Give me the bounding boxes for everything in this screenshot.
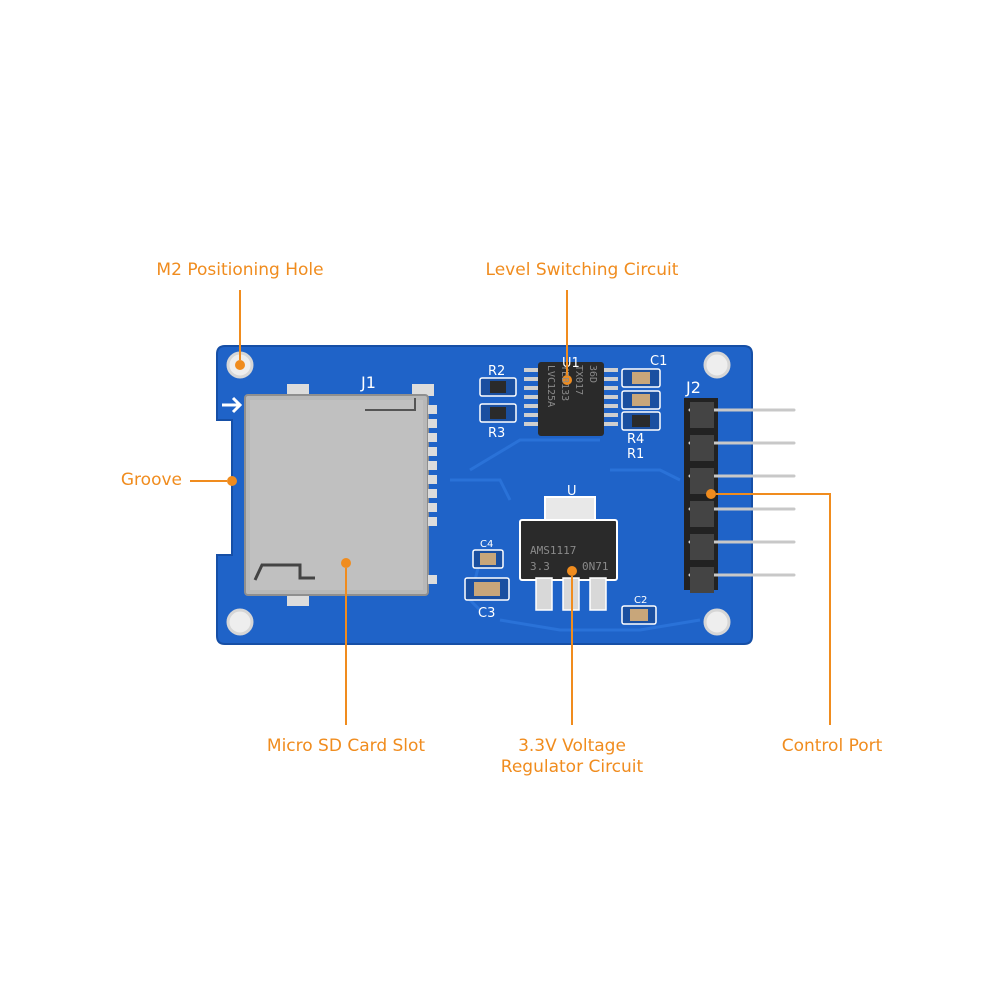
label-u: U: [567, 484, 577, 499]
insert-arrow-icon: [222, 396, 243, 414]
label-c4: C4: [480, 539, 493, 550]
leader-lines: [190, 290, 831, 725]
label-r4: R4: [627, 432, 644, 447]
callout-regulator-line1: 3.3V Voltage: [518, 736, 626, 756]
mounting-hole-br: [703, 608, 731, 636]
label-r1: R1: [627, 447, 644, 462]
u-marking-3: 0N71: [582, 560, 609, 573]
u-marking-2: 3.3: [530, 560, 550, 573]
micro-sd-card-slot: [244, 384, 437, 606]
callout-regulator-line2: Regulator Circuit: [500, 757, 644, 777]
u1-marking-2: YEB133: [559, 365, 570, 401]
level-shifter-chip: [524, 362, 618, 436]
u1-marking-1: LVC125A: [545, 365, 556, 407]
voltage-regulator-chip: [519, 496, 618, 611]
u-marking-1: AMS1117: [530, 544, 576, 557]
pin-header: [684, 398, 796, 593]
sd-slot-contacts: [428, 405, 437, 584]
u1-marking-4: 36D: [587, 365, 598, 383]
label-c3: C3: [478, 606, 495, 621]
label-r3: R3: [488, 426, 505, 441]
mounting-hole-bl: [226, 608, 254, 636]
label-r2: R2: [488, 364, 505, 379]
label-c1: C1: [650, 354, 667, 369]
label-u1: U1: [562, 356, 580, 371]
callout-control-port: Control Port: [781, 736, 883, 756]
callout-micro-sd-card-slot: Micro SD Card Slot: [266, 736, 426, 756]
callout-m2-positioning-hole: M2 Positioning Hole: [156, 260, 324, 280]
callout-level-switching-circuit: Level Switching Circuit: [485, 260, 679, 280]
groove-marker: [227, 476, 237, 486]
callout-groove: Groove: [120, 470, 182, 490]
mounting-hole-tr: [703, 351, 731, 379]
smd-components: [464, 368, 661, 625]
label-c2: C2: [634, 595, 647, 606]
label-j2: J2: [685, 378, 701, 397]
label-j1: J1: [360, 373, 376, 392]
u1-marking-3: TX017: [573, 365, 584, 395]
